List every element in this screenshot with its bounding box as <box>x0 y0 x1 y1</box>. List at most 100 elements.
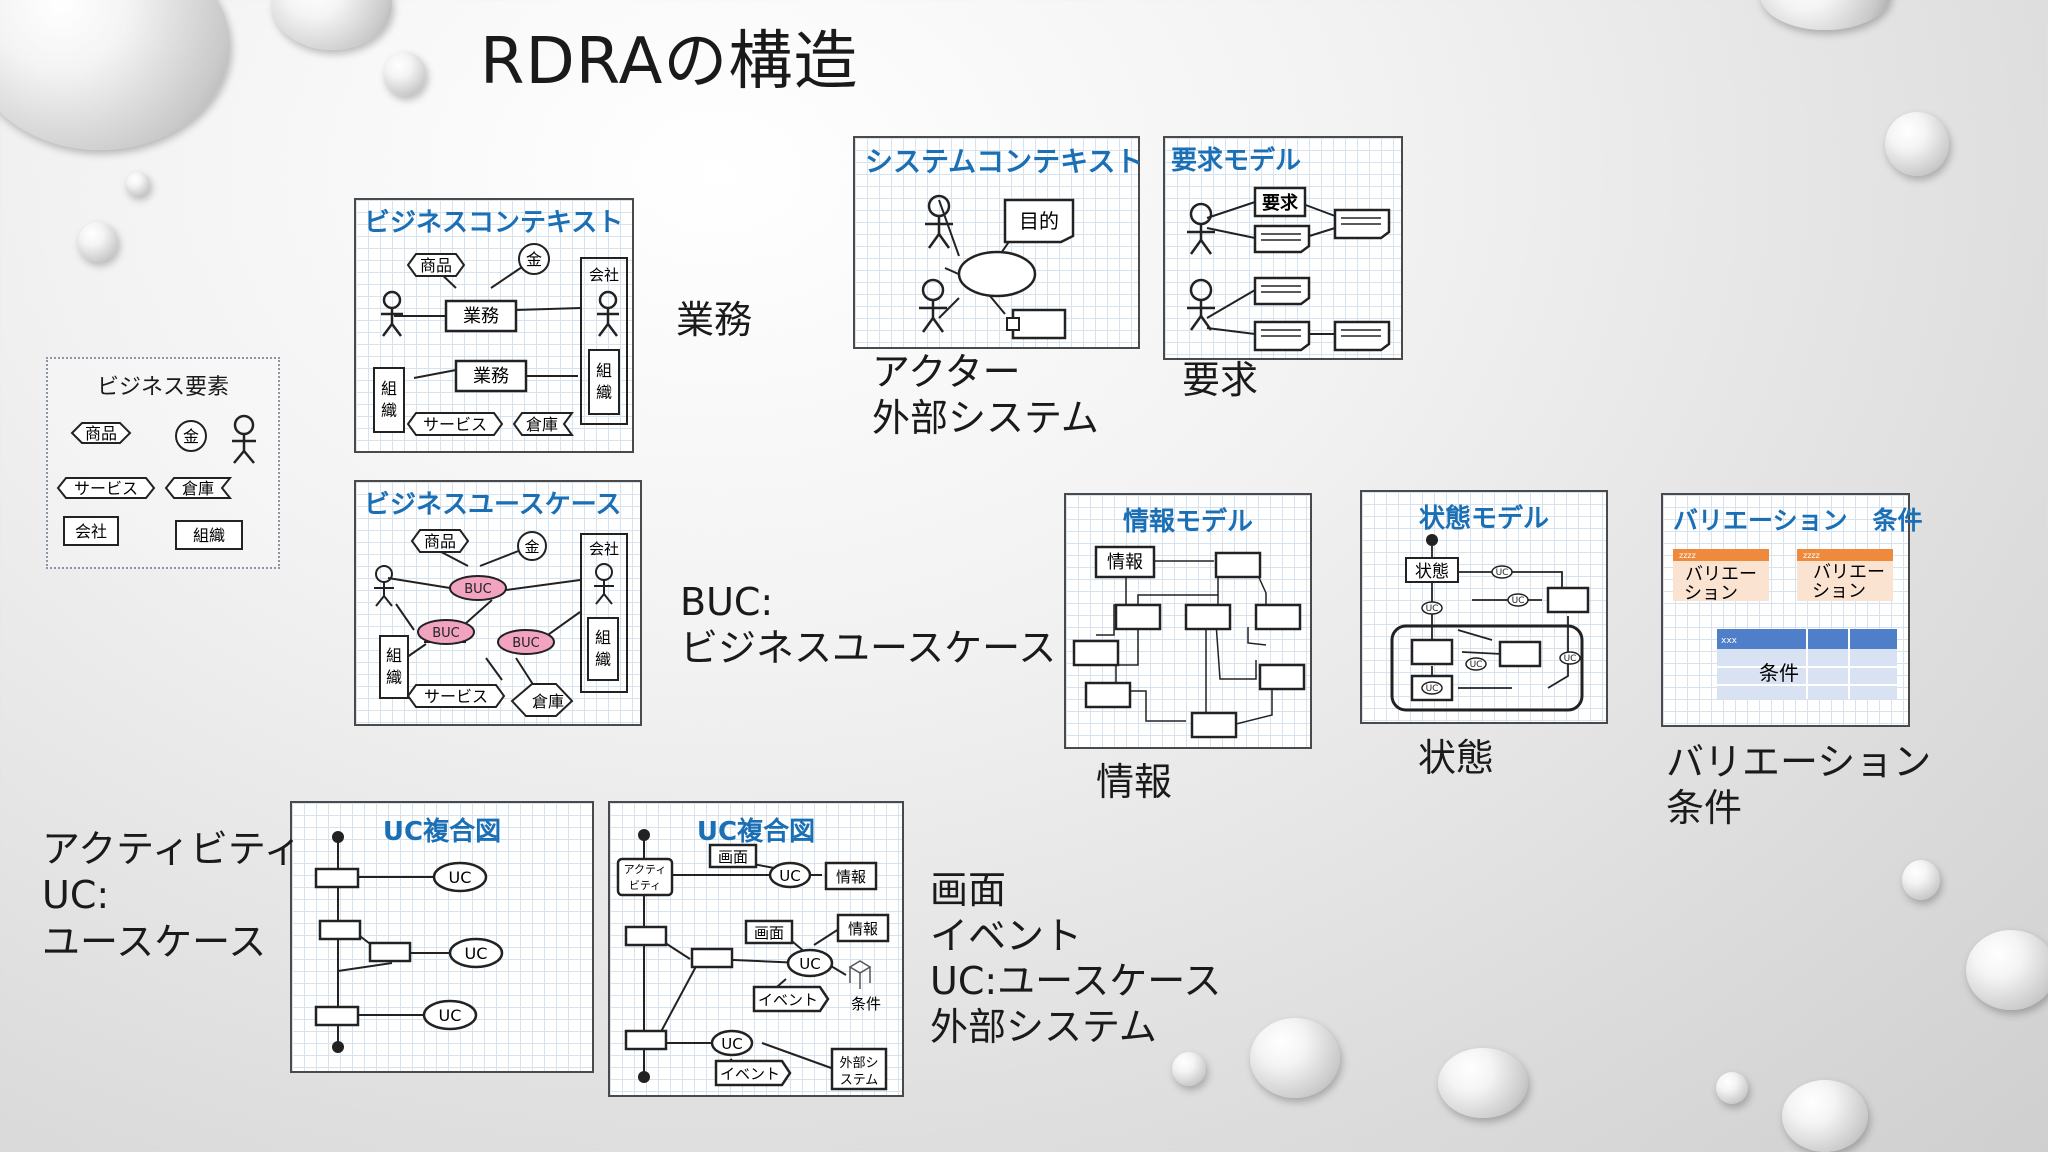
water-drop <box>1716 1072 1748 1104</box>
actor-icon <box>381 290 619 337</box>
information-model-panel: 情報 情報モデル <box>1064 493 1312 749</box>
svg-text:織: 織 <box>381 401 397 420</box>
svg-text:画面: 画面 <box>718 848 748 866</box>
svg-text:会社: 会社 <box>589 266 619 284</box>
svg-text:組: 組 <box>386 646 402 665</box>
panel-title: システムコンテキスト <box>865 145 1144 178</box>
svg-text:要求: 要求 <box>1262 192 1299 214</box>
svg-text:条件: 条件 <box>851 995 881 1013</box>
svg-text:UC: UC <box>1426 684 1439 694</box>
svg-text:条件: 条件 <box>1759 661 1799 685</box>
requirement-model-panel: 要求 要求モデル <box>1163 136 1403 360</box>
svg-text:アクティ: アクティ <box>624 863 667 876</box>
svg-text:バリエー: バリエー <box>1813 562 1885 583</box>
svg-text:UC: UC <box>799 955 820 973</box>
actor-icon <box>919 194 953 333</box>
business-usecase-diagram: 商品 金 会社 BUC BUC BUC 組織 組織 サービス 倉庫 <box>374 529 628 717</box>
svg-text:BUC: BUC <box>432 626 460 641</box>
svg-text:ビティ: ビティ <box>629 879 661 892</box>
water-drop <box>1250 1018 1340 1098</box>
svg-text:UC: UC <box>1496 568 1509 578</box>
svg-text:情報: 情報 <box>1107 552 1143 573</box>
panel-title: UC複合図 <box>382 817 502 847</box>
svg-text:UC: UC <box>465 944 488 963</box>
svg-text:イベント: イベント <box>720 1065 780 1083</box>
panel-title: ビジネスコンテキスト <box>364 208 624 238</box>
svg-text:xxx: xxx <box>1721 636 1738 646</box>
svg-text:目的: 目的 <box>1019 209 1059 233</box>
svg-text:商品: 商品 <box>424 532 456 551</box>
label-requirement: 要求 <box>1182 358 1259 402</box>
svg-text:金: 金 <box>524 538 539 556</box>
panel-title: ビジネスユースケース <box>364 490 622 520</box>
uc-complex-panel-2: アクティビティ 画面 UC 情報 画面 情報 UC イベント 条件 UC イベン… <box>608 801 904 1097</box>
water-drop <box>1438 1048 1528 1118</box>
svg-text:サービス: サービス <box>423 415 487 434</box>
water-drop <box>126 172 150 196</box>
svg-text:UC: UC <box>1426 604 1439 614</box>
label-state: 状態 <box>1418 736 1495 780</box>
svg-text:zzzz: zzzz <box>1679 551 1696 560</box>
water-drop <box>1885 112 1949 176</box>
svg-text:zzzz: zzzz <box>1803 551 1820 560</box>
svg-text:組: 組 <box>595 628 611 647</box>
panel-title: バリエーション 条件 <box>1673 506 1923 535</box>
information-model-diagram: 情報 <box>1072 545 1306 739</box>
label-information: 情報 <box>1096 760 1173 804</box>
svg-text:ステム: ステム <box>840 1073 879 1088</box>
svg-text:状態: 状態 <box>1415 562 1449 582</box>
svg-text:バリエー: バリエー <box>1685 564 1757 585</box>
svg-text:UC: UC <box>449 868 472 887</box>
label-activity-uc: アクティビティ UC: ユースケース <box>42 827 302 964</box>
actor-icon <box>1187 202 1215 331</box>
svg-text:UC: UC <box>721 1035 742 1053</box>
business-context-diagram: 商品 金 会社 業務 業務 組織 組織 サービス 倉庫 <box>373 243 628 436</box>
requirement-model-diagram: 要求 <box>1187 186 1391 352</box>
label-buc: BUC: ビジネスユースケース <box>680 580 1057 670</box>
water-drop <box>384 52 426 96</box>
svg-text:業務: 業務 <box>463 306 499 327</box>
svg-text:業務: 業務 <box>473 366 509 387</box>
svg-text:BUC: BUC <box>464 582 492 597</box>
actor-icon <box>232 414 256 464</box>
actor-icon <box>374 563 614 607</box>
svg-text:会社: 会社 <box>589 540 619 558</box>
water-drop <box>0 0 230 150</box>
svg-text:倉庫: 倉庫 <box>526 415 558 434</box>
svg-text:織: 織 <box>595 650 611 669</box>
page-title: RDRAの構造 <box>480 25 859 99</box>
svg-text:BUC: BUC <box>512 636 540 651</box>
legend-item-warehouse: 倉庫 <box>182 479 214 498</box>
svg-text:情報: 情報 <box>836 868 866 886</box>
svg-text:倉庫: 倉庫 <box>532 692 564 711</box>
uc-complex-diagram-2: アクティビティ 画面 UC 情報 画面 情報 UC イベント 条件 UC イベン… <box>616 829 890 1091</box>
panel-title: UC複合図 <box>696 817 816 847</box>
legend-item-company: 会社 <box>75 522 107 541</box>
water-drop <box>1782 1080 1868 1152</box>
svg-text:イベント: イベント <box>758 991 818 1009</box>
legend-item-product: 商品 <box>85 424 117 443</box>
panel-title: 情報モデル <box>1122 507 1253 537</box>
water-drop <box>1172 1052 1206 1086</box>
svg-text:織: 織 <box>596 383 612 402</box>
svg-text:ション: ション <box>1684 583 1738 604</box>
svg-text:画面: 画面 <box>754 924 784 942</box>
water-drop <box>1760 0 1890 30</box>
svg-text:織: 織 <box>386 668 402 687</box>
svg-text:情報: 情報 <box>848 920 878 938</box>
water-drop <box>272 0 392 50</box>
svg-text:サービス: サービス <box>424 687 488 706</box>
legend-item-service: サービス <box>74 479 138 498</box>
variation-condition-diagram: zzzz バリエーション zzzz バリエーション xxx 条件 <box>1673 549 1897 699</box>
svg-text:UC: UC <box>1512 596 1525 606</box>
uc-complex-panel-1: UC UC UC UC複合図 <box>290 801 594 1073</box>
business-usecase-panel: 商品 金 会社 BUC BUC BUC 組織 組織 サービス 倉庫 ビジネスユー… <box>354 480 642 726</box>
label-variation-condition: バリエーション 条件 <box>1666 740 1932 830</box>
svg-text:UC: UC <box>779 867 800 885</box>
svg-text:商品: 商品 <box>420 256 452 275</box>
water-drop <box>1966 930 2048 1010</box>
svg-text:金: 金 <box>526 250 542 269</box>
business-elements-legend: ビジネス要素 商品 金 サービス 倉庫 会社 組織 <box>46 357 280 569</box>
